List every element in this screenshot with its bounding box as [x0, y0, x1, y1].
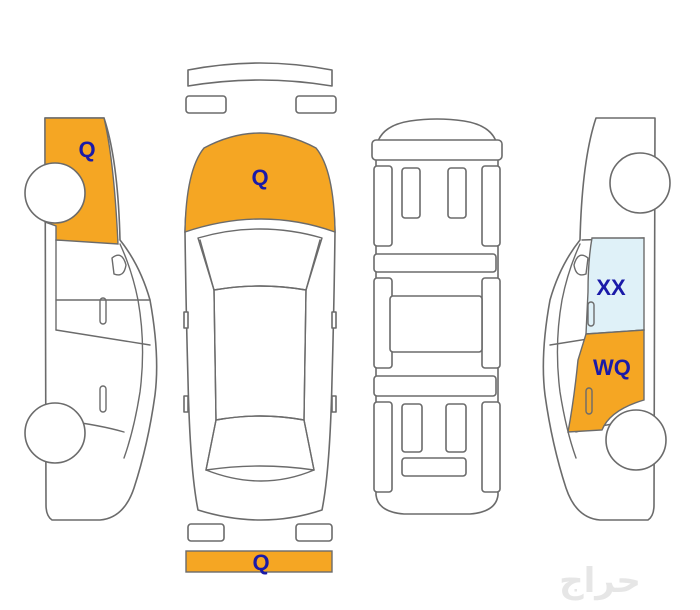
right-rear-wheel — [609, 152, 671, 214]
front-bumper — [185, 550, 333, 573]
left-rear-quarter-label: Q — [78, 137, 95, 162]
mirror-right — [331, 311, 337, 329]
left-front-wheel — [24, 402, 86, 464]
left-rear-wheel — [24, 162, 86, 224]
rear-light-left — [185, 95, 227, 114]
watermark: حراج — [559, 561, 641, 601]
left-side-view: Q — [24, 117, 158, 521]
headlight-right — [295, 523, 333, 542]
front-bumper-label: Q — [252, 550, 269, 575]
right-front-door-label: XX — [596, 275, 626, 300]
right-front-wheel — [605, 409, 667, 471]
hood — [184, 132, 336, 233]
right-side-view: XX WQ — [542, 117, 671, 521]
right-rear-door-label: WQ — [593, 355, 631, 380]
rear-light-right — [295, 95, 337, 114]
right-rear-door — [567, 329, 645, 433]
hood-label: Q — [251, 165, 268, 190]
top-view: Q Q — [183, 62, 337, 575]
rear-bumper — [187, 62, 333, 87]
mirror-left — [183, 311, 189, 329]
underbody-view — [371, 118, 503, 515]
headlight-left — [187, 523, 225, 542]
